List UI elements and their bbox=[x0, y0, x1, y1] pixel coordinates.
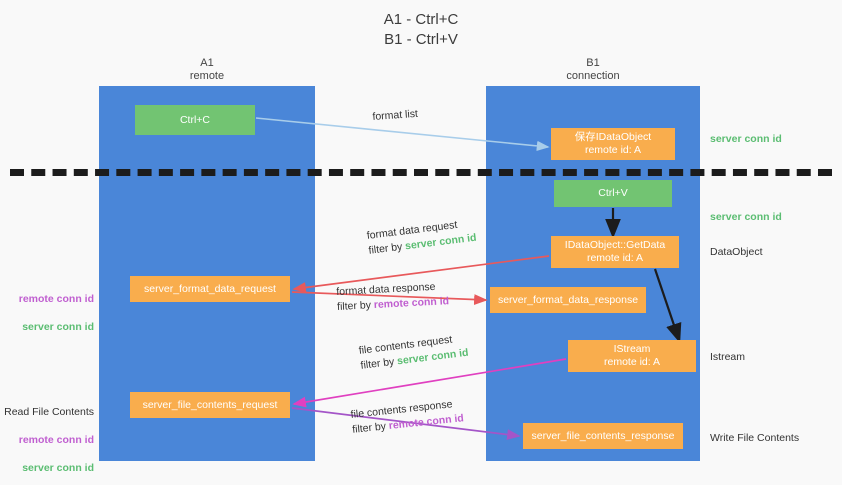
column-header-b1: B1 connection bbox=[566, 57, 620, 82]
edge-label-file-contents-response: file contents response filter by remote … bbox=[350, 396, 465, 438]
note-istream: Istream bbox=[710, 351, 746, 363]
note-format-remote-conn-id: remote conn id bbox=[18, 293, 94, 305]
filter-prefix: filter by bbox=[336, 299, 375, 313]
note-file-conn-ids: Read File Contents remote conn id server… bbox=[0, 391, 94, 485]
node-idataobject-getdata[interactable]: IDataObject::GetData remote id: A bbox=[551, 236, 679, 268]
note-format-conn-ids: remote conn id server conn id bbox=[0, 278, 94, 348]
column-header-a1: A1 remote bbox=[189, 57, 225, 82]
node-server-format-data-request[interactable]: server_format_data_request bbox=[130, 276, 290, 302]
edge-label-format-data-response: format data response filter by remote co… bbox=[336, 279, 449, 315]
phase-divider bbox=[10, 169, 832, 176]
note-format-server-conn-id: server conn id bbox=[22, 321, 94, 333]
note-write-file-contents: Write File Contents bbox=[710, 432, 800, 444]
filter-prefix: filter by bbox=[359, 355, 398, 372]
node-istream[interactable]: IStream remote id: A bbox=[568, 340, 696, 372]
note-file-remote-conn-id: remote conn id bbox=[18, 434, 94, 446]
filter-key-remote-conn-id: remote conn id bbox=[373, 295, 450, 312]
edge-label-format-list: format list bbox=[372, 107, 418, 125]
node-server-format-data-response[interactable]: server_format_data_response bbox=[490, 287, 646, 313]
node-save-idataobject[interactable]: 保存IDataObject remote id: A bbox=[551, 128, 675, 160]
node-server-file-contents-response[interactable]: server_file_contents_response bbox=[523, 423, 683, 449]
note-server-conn-id-top: server conn id bbox=[710, 133, 782, 145]
edge-label-format-data-request: format data request filter by server con… bbox=[366, 216, 477, 259]
page-title: A1 - Ctrl+C B1 - Ctrl+V bbox=[383, 11, 459, 48]
node-server-file-contents-request[interactable]: server_file_contents_request bbox=[130, 392, 290, 418]
node-ctrl-c[interactable]: Ctrl+C bbox=[135, 105, 255, 135]
note-server-conn-id-mid: server conn id bbox=[710, 211, 782, 223]
filter-prefix: filter by bbox=[367, 240, 406, 257]
filter-prefix: filter by bbox=[351, 420, 390, 436]
note-dataobject: DataObject bbox=[710, 246, 763, 258]
edge-label-format-list-text: format list bbox=[372, 107, 419, 123]
edge-label-file-contents-request: file contents request filter by server c… bbox=[358, 331, 469, 374]
note-file-server-conn-id: server conn id bbox=[22, 462, 94, 474]
note-read-file-contents: Read File Contents bbox=[4, 406, 94, 418]
node-ctrl-v[interactable]: Ctrl+V bbox=[554, 180, 672, 207]
